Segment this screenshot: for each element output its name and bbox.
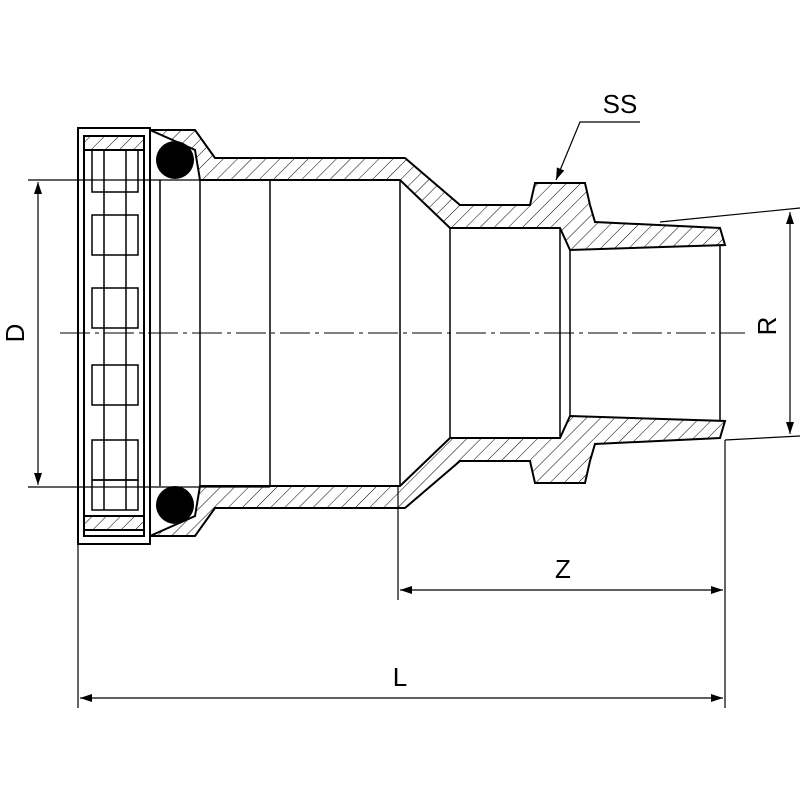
label-l: L (393, 662, 407, 692)
dimension-l (77, 544, 723, 708)
label-ss: SS (603, 89, 638, 119)
label-d: D (0, 324, 30, 343)
dimension-r (659, 207, 800, 441)
body-wall-bottom (149, 414, 727, 537)
o-ring-top (156, 141, 194, 179)
label-z: Z (555, 554, 571, 584)
label-r: R (752, 317, 782, 336)
grip-ring (77, 127, 151, 545)
body-wall-top (149, 129, 727, 252)
dimension-z (397, 440, 726, 708)
leader-ss (555, 121, 640, 181)
o-ring-bottom (156, 486, 194, 524)
dimension-d (28, 179, 270, 488)
